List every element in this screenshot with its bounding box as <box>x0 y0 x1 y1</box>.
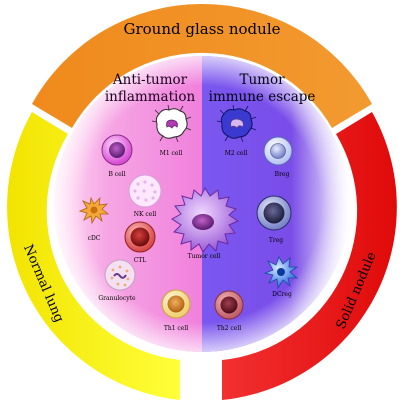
b-cell-icon <box>101 134 133 166</box>
cdc-icon <box>78 196 110 225</box>
th1-cell-label: Th1 cell <box>164 325 188 332</box>
tumor-cell-label: Tumor cell <box>188 253 221 260</box>
cdc-label: cDC <box>88 235 101 242</box>
b-cell-label: B cell <box>108 171 125 178</box>
breg-icon <box>263 136 293 166</box>
granulocyte-icon <box>104 259 136 291</box>
m1-cell-icon <box>151 104 192 143</box>
nk-cell-icon <box>128 174 162 208</box>
treg-label: Treg <box>269 237 283 244</box>
granulocyte-label: Granulocyte <box>98 295 136 302</box>
ground-glass-ring <box>32 3 372 128</box>
m1-cell-label: M1 cell <box>160 150 183 157</box>
m2-cell-label: M2 cell <box>225 150 248 157</box>
ctl-label: CTL <box>134 257 147 264</box>
solid-nodule-ring <box>222 112 397 400</box>
dcreg-label: DCreg <box>272 291 292 298</box>
th2-cell-label: Th2 cell <box>217 325 241 332</box>
treg-icon <box>256 195 292 231</box>
th1-cell-icon <box>161 289 191 319</box>
nk-cell-label: NK cell <box>134 211 156 218</box>
tumor-cell-icon <box>171 186 240 253</box>
ctl-icon <box>124 221 156 253</box>
th2-cell-icon <box>214 290 244 320</box>
breg-label: Breg <box>275 171 290 178</box>
dcreg-icon <box>263 256 299 290</box>
m2-cell-icon <box>216 104 257 143</box>
ground-glass-label: Ground glass nodule <box>123 20 280 38</box>
normal-lung-ring <box>7 112 180 400</box>
